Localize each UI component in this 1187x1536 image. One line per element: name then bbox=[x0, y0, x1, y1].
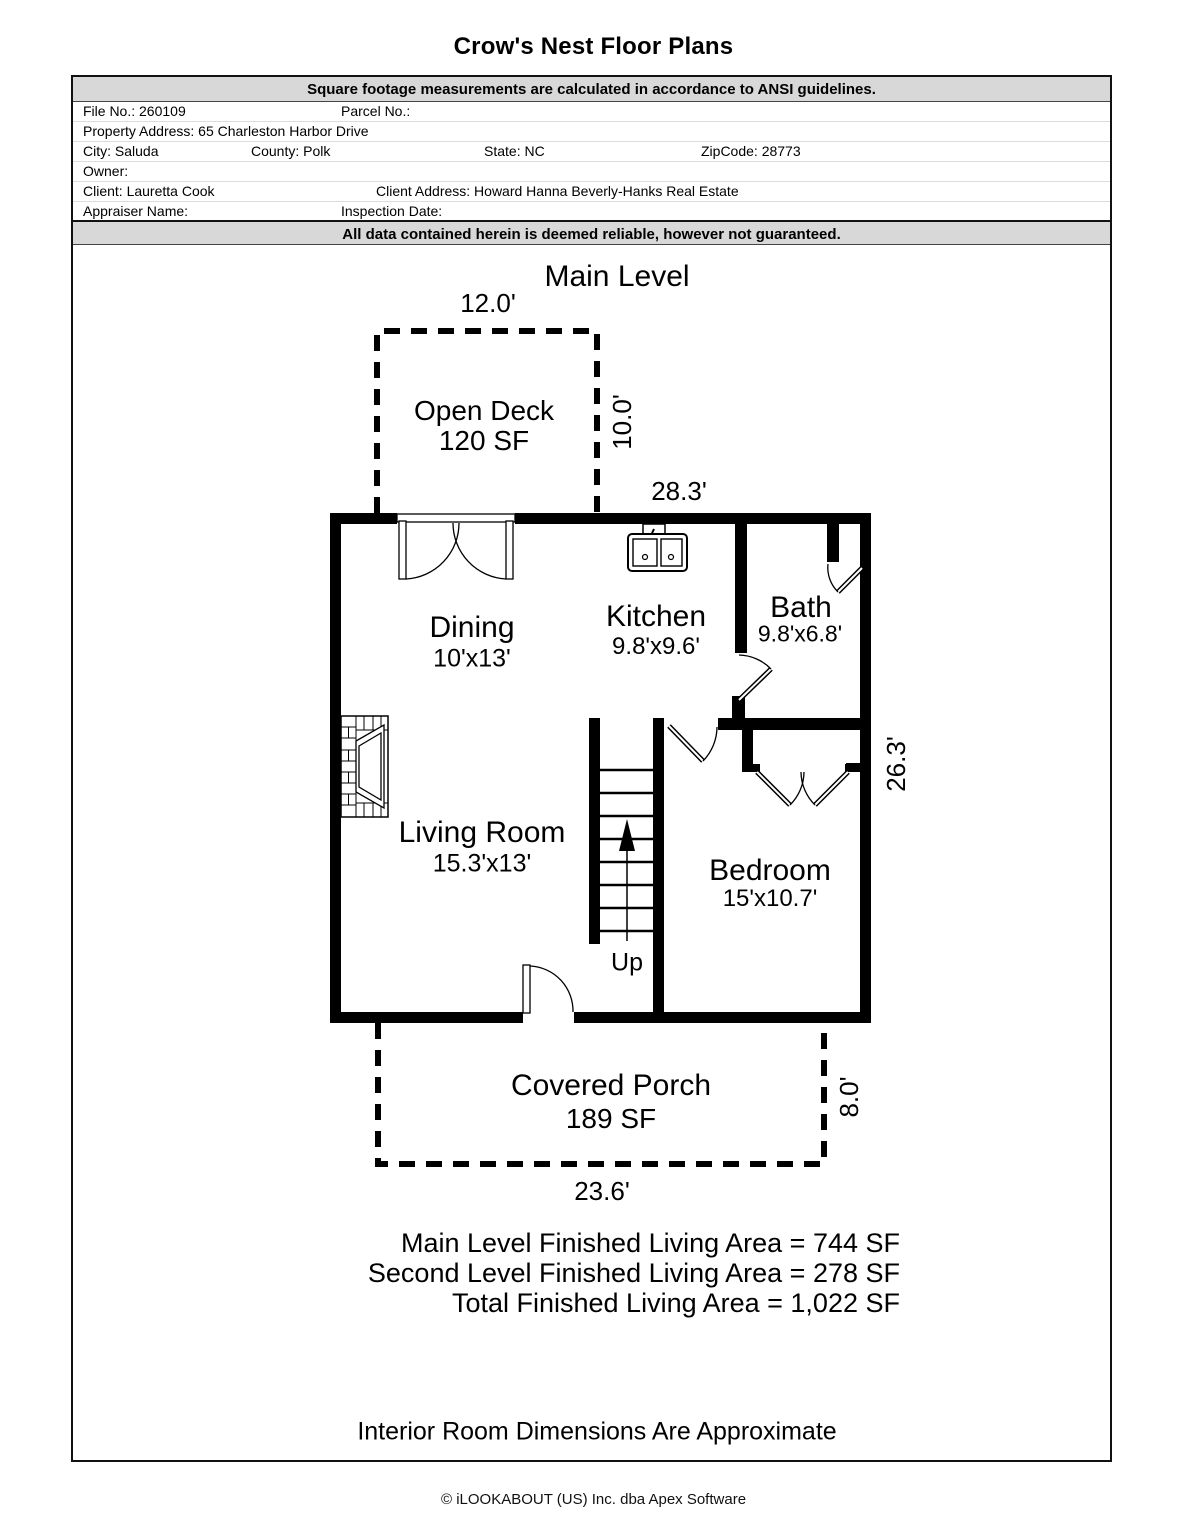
kitchen-sink-icon bbox=[627, 523, 688, 572]
summary-total: Total Finished Living Area = 1,022 SF bbox=[451, 1288, 900, 1318]
room-label-bath: Bath bbox=[770, 591, 832, 624]
room-dims-living-room: 15.3'x13' bbox=[432, 849, 532, 878]
room-area-open-deck: 120 SF bbox=[438, 425, 530, 456]
bedroom-left-wall bbox=[653, 718, 664, 1023]
field-file-no: File No.: 260109 bbox=[83, 103, 186, 119]
room-dims-dining: 10'x13' bbox=[433, 644, 511, 673]
field-client: Client: Lauretta Cook bbox=[83, 183, 215, 199]
dim-main-width: 28.3' bbox=[651, 476, 707, 506]
dim-deck-depth: 10.0' bbox=[607, 394, 637, 450]
room-label-open-deck: Open Deck bbox=[413, 395, 555, 426]
info-row-appraiser: Appraiser Name: Inspection Date: bbox=[73, 202, 1110, 222]
living-area-summary: Main Level Finished Living Area = 744 SF… bbox=[368, 1228, 900, 1318]
bath-bottom-wall bbox=[718, 718, 871, 730]
field-client-address: Client Address: Howard Hanna Beverly-Han… bbox=[376, 183, 739, 199]
bath-corner-door bbox=[827, 563, 864, 594]
field-parcel-no: Parcel No.: bbox=[341, 103, 411, 119]
bath-corner-stub bbox=[827, 513, 839, 562]
dim-deck-width: 12.0' bbox=[460, 288, 516, 318]
room-dims-kitchen: 9.8'x9.6' bbox=[612, 633, 700, 660]
interior-walls bbox=[589, 513, 871, 1023]
bath-door bbox=[737, 654, 773, 702]
field-city: City: Saluda bbox=[83, 143, 159, 159]
dim-porch-depth: 8.0' bbox=[834, 1076, 864, 1118]
room-area-covered-porch: 189 SF bbox=[565, 1103, 657, 1134]
ansi-notice-bar: Square footage measurements are calculat… bbox=[73, 77, 1110, 102]
kitchen-bath-wall bbox=[735, 513, 747, 653]
field-county: County: Polk bbox=[251, 143, 331, 159]
covered-porch-outline bbox=[375, 1023, 827, 1167]
front-door bbox=[522, 964, 574, 1014]
dim-main-depth: 26.3' bbox=[881, 736, 911, 792]
dimensions-note: Interior Room Dimensions Are Approximate bbox=[357, 1417, 837, 1446]
room-label-living-room: Living Room bbox=[398, 816, 566, 849]
fireplace-icon bbox=[340, 715, 389, 818]
stairs-left-wall bbox=[589, 718, 600, 944]
summary-second-level: Second Level Finished Living Area = 278 … bbox=[367, 1258, 900, 1288]
closet-right-piece bbox=[846, 763, 871, 772]
disclaimer-bar: All data contained herein is deemed reli… bbox=[73, 220, 1110, 245]
field-zipcode: ZipCode: 28773 bbox=[701, 143, 801, 159]
field-inspection-date: Inspection Date: bbox=[341, 203, 443, 219]
dim-porch-width: 23.6' bbox=[574, 1176, 630, 1206]
page-title: Crow's Nest Floor Plans bbox=[453, 33, 734, 60]
room-label-dining: Dining bbox=[429, 611, 515, 644]
staircase bbox=[600, 768, 653, 941]
info-row-owner: Owner: bbox=[73, 162, 1110, 182]
field-owner: Owner: bbox=[83, 163, 129, 179]
field-state: State: NC bbox=[484, 143, 545, 159]
field-property-address: Property Address: 65 Charleston Harbor D… bbox=[83, 123, 369, 139]
room-dims-bedroom: 15'x10.7' bbox=[722, 885, 818, 912]
summary-main-level: Main Level Finished Living Area = 744 SF bbox=[400, 1228, 900, 1258]
level-title: Main Level bbox=[544, 260, 690, 293]
room-label-kitchen: Kitchen bbox=[605, 600, 707, 633]
open-deck-outline bbox=[374, 328, 600, 513]
info-row-client: Client: Lauretta Cook Client Address: Ho… bbox=[73, 182, 1110, 202]
closet-doors bbox=[753, 764, 852, 807]
copyright-footer: © iLOOKABOUT (US) Inc. dba Apex Software bbox=[440, 1491, 747, 1508]
field-appraiser-name: Appraiser Name: bbox=[83, 203, 189, 219]
bath-door-stub bbox=[732, 696, 745, 724]
info-row-city: City: Saluda County: Polk State: NC ZipC… bbox=[73, 142, 1110, 162]
room-dims-bath: 9.8'x6.8' bbox=[757, 620, 843, 647]
room-label-bedroom: Bedroom bbox=[709, 854, 831, 887]
info-row-address: Property Address: 65 Charleston Harbor D… bbox=[73, 122, 1110, 142]
outer-walls bbox=[330, 513, 871, 1023]
bedroom-door bbox=[667, 724, 718, 763]
front-door-opening bbox=[523, 1011, 574, 1025]
up-arrow-head bbox=[619, 819, 635, 851]
stairs-up-label: Up bbox=[611, 948, 643, 977]
info-row-file: File No.: 260109 Parcel No.: bbox=[73, 102, 1110, 122]
closet-left-stub bbox=[742, 724, 753, 772]
french-doors bbox=[396, 513, 516, 580]
room-label-covered-porch: Covered Porch bbox=[510, 1069, 712, 1102]
